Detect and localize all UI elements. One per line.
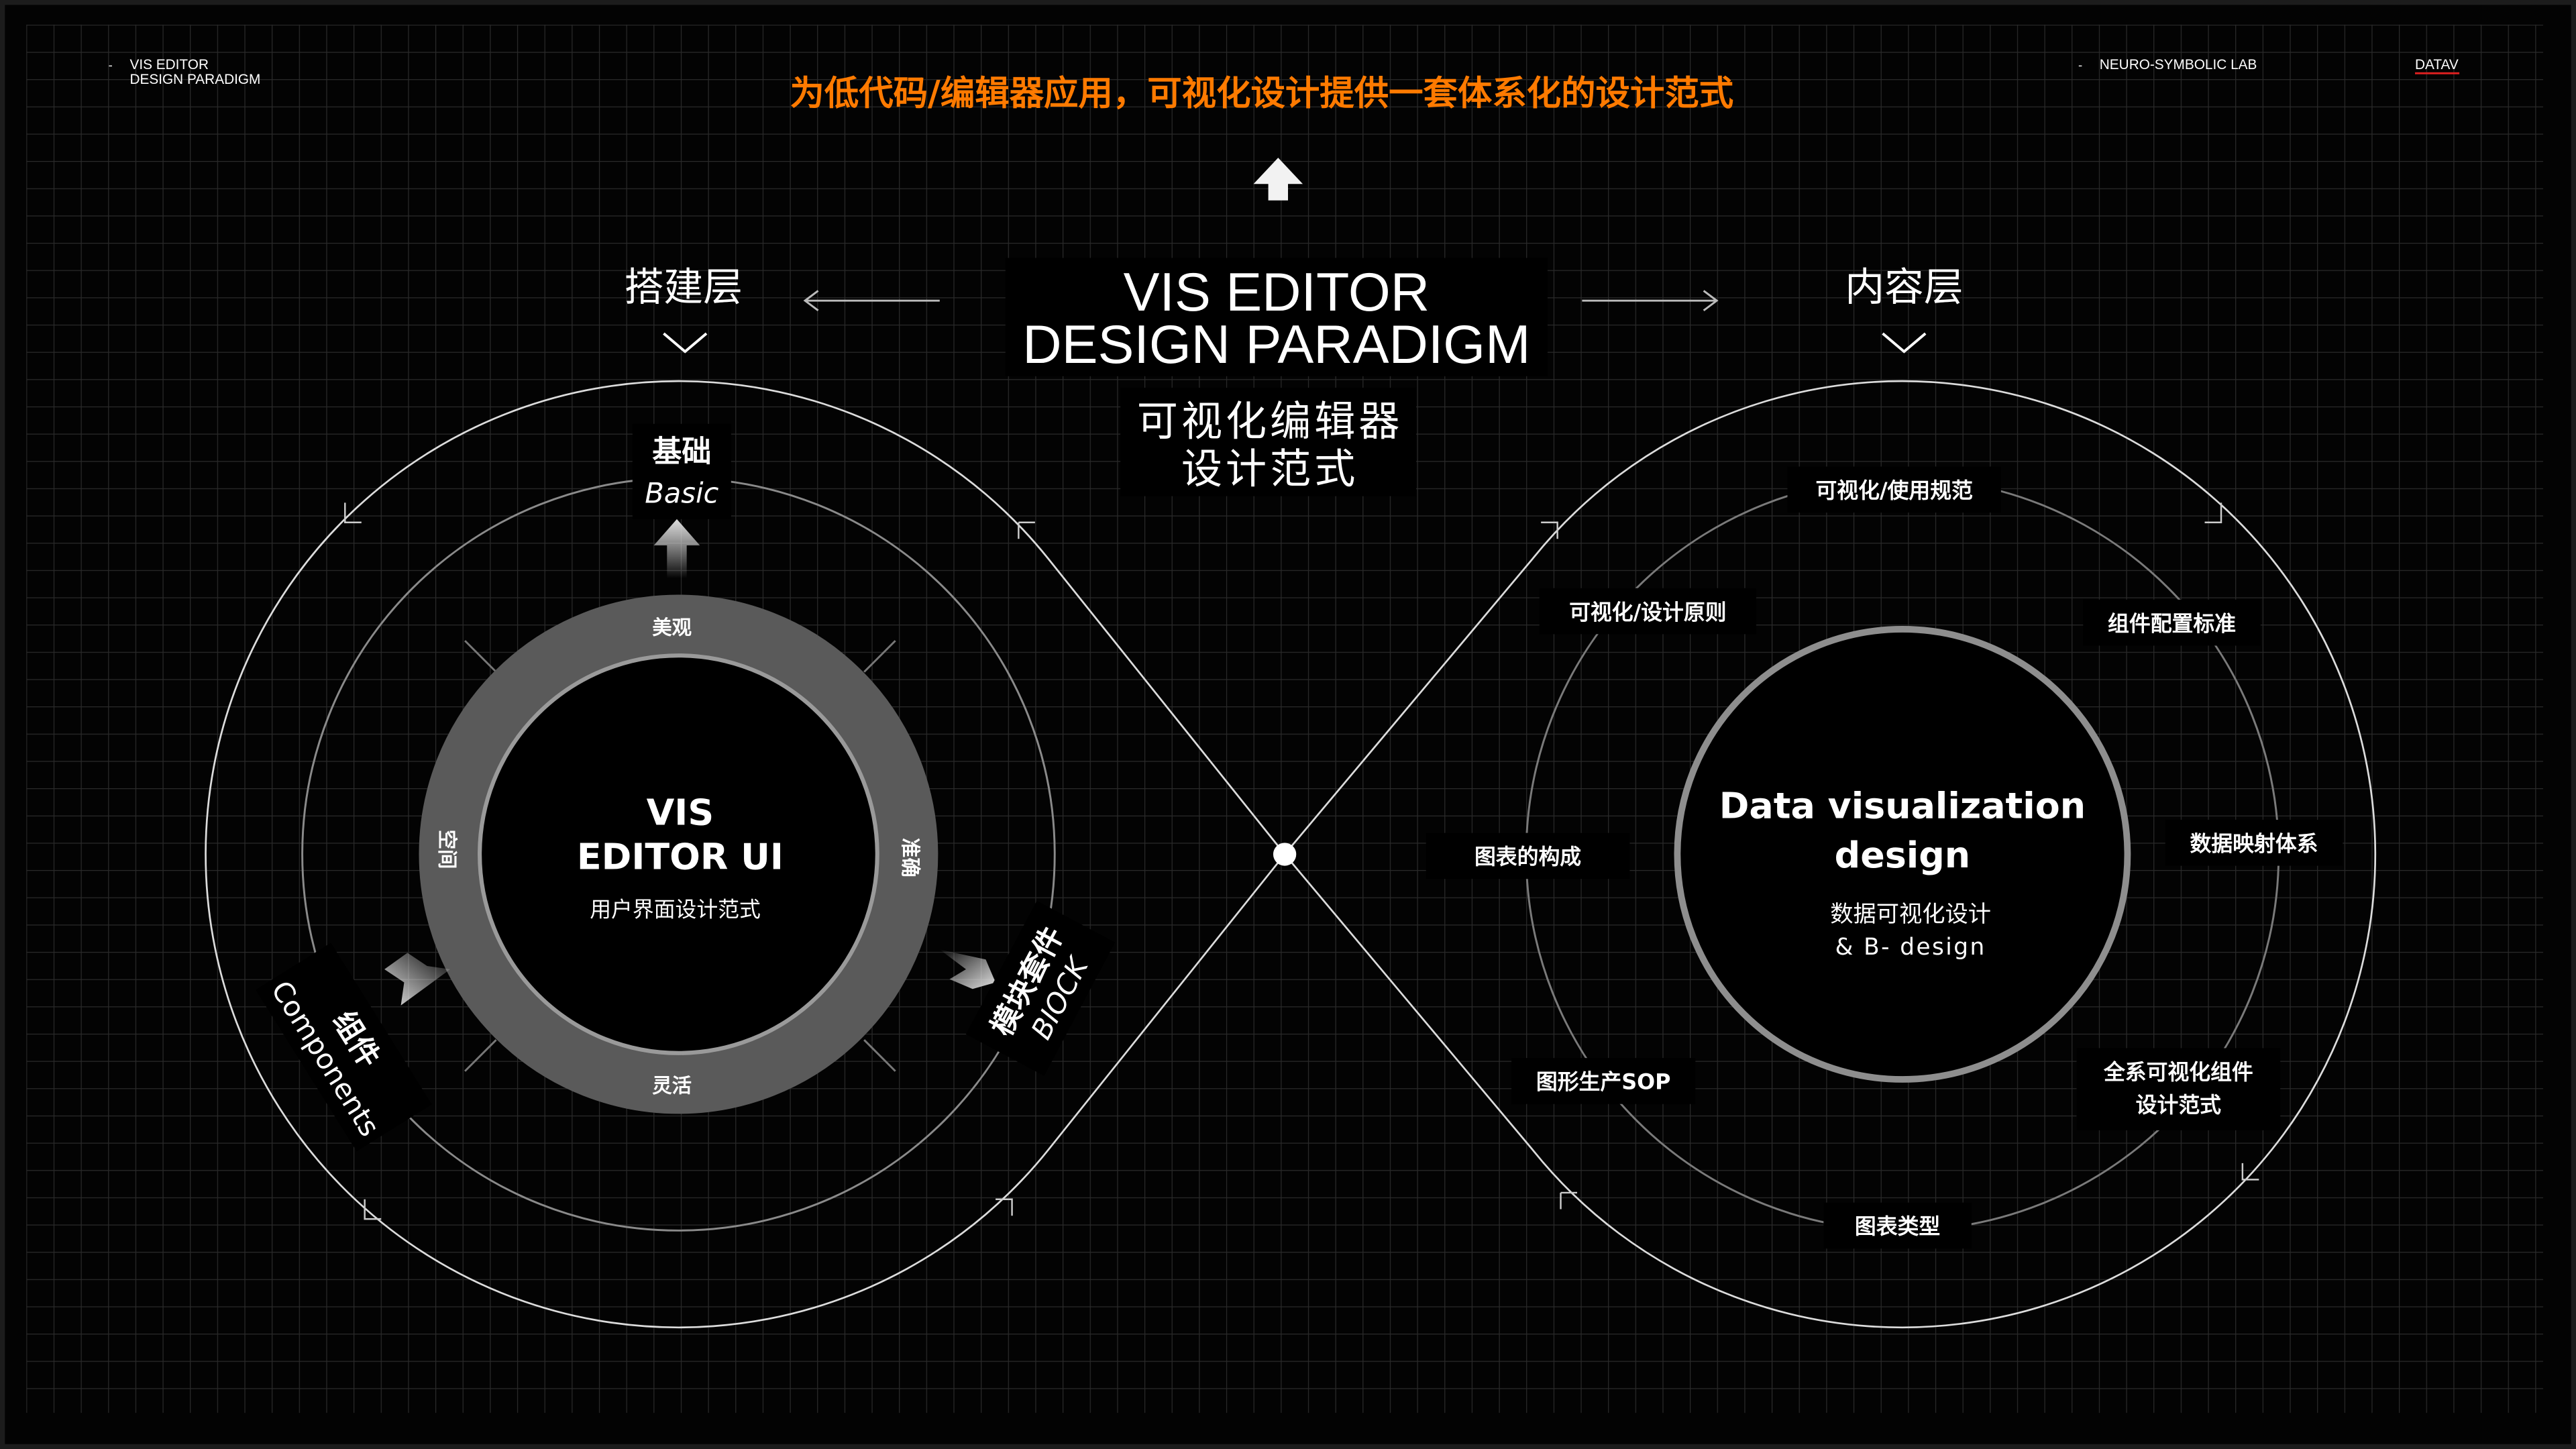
- ring-label-bottom: 灵活: [652, 1075, 692, 1097]
- right-core-title-2: design: [1835, 834, 1971, 876]
- center-title-2: DESIGN PARADIGM: [1022, 315, 1530, 375]
- node-graphic-sop: 图形生产SOP: [1536, 1069, 1671, 1095]
- header-lab: NEURO-SYMBOLIC LAB: [2100, 57, 2257, 72]
- left-layer-label: 搭建层: [625, 264, 743, 310]
- block-label: 模块套件 BIOCK: [965, 900, 1116, 1076]
- brand-underline: [2415, 72, 2460, 74]
- node-component-paradigm-2: 设计范式: [2136, 1092, 2221, 1118]
- basic-label-bg: [632, 423, 731, 519]
- center-subtitle-1: 可视化编辑器: [1137, 398, 1403, 445]
- center-subtitle-bg: [1120, 387, 1417, 496]
- left-ring-inner-line: [478, 653, 879, 1055]
- components-label: 组件 Components: [256, 943, 432, 1152]
- up-arrow-icon: [1253, 158, 1303, 201]
- basic-label-cn: 基础: [652, 435, 711, 469]
- arrow-up-basic-icon: [653, 519, 700, 579]
- header-brand: DATAV: [2415, 57, 2459, 72]
- node-component-paradigm-1: 全系可视化组件: [2103, 1059, 2253, 1085]
- crossing-node: [1273, 843, 1297, 866]
- arrow-right-icon: [1582, 290, 1719, 312]
- right-nodes: 可视化/使用规范 组件配置标准 数据映射体系 全系可视化组件 设计范式 图表类型…: [1426, 466, 2343, 1249]
- arrow-block-icon: [939, 949, 996, 989]
- center-subtitle-2: 设计范式: [1181, 445, 1358, 493]
- right-core-title-1: Data visualization: [1719, 785, 2086, 827]
- node-usage-spec: 可视化/使用规范: [1815, 478, 1973, 503]
- basic-label-en: Basic: [645, 476, 718, 509]
- right-layer-chevron-icon: [1882, 332, 1927, 354]
- corner-dash-right: -: [2078, 59, 2082, 72]
- left-layer-chevron-icon: [663, 332, 708, 354]
- corner-dash-left: -: [109, 59, 113, 72]
- center-title-1: VIS EDITOR: [1124, 262, 1430, 323]
- grid: [26, 24, 2544, 1413]
- ring-label-right: 准确: [899, 838, 922, 877]
- left-core-title-1: VIS: [647, 791, 714, 833]
- node-chart-types: 图表类型: [1855, 1214, 1940, 1239]
- right-layer-label: 内容层: [1845, 264, 1963, 310]
- left-core-title-2: EDITOR UI: [577, 836, 784, 878]
- left-core-subtitle: 用户界面设计范式: [590, 897, 761, 922]
- node-config-standard: 组件配置标准: [2108, 610, 2236, 636]
- node-design-principles: 可视化/设计原则: [1569, 599, 1726, 625]
- node-chart-composition: 图表的构成: [1474, 844, 1581, 869]
- header-left-line1: VIS EDITOR: [129, 57, 209, 72]
- right-core-subtitle-1: 数据可视化设计: [1830, 901, 1991, 928]
- left-ring: [419, 594, 938, 1114]
- arrow-components-icon: [384, 953, 451, 1006]
- center-title-bg: [1005, 258, 1548, 376]
- node-data-mapping: 数据映射体系: [2190, 831, 2318, 857]
- header-left-line2: DESIGN PARADIGM: [129, 72, 260, 87]
- ring-label-left: 空间: [435, 830, 458, 869]
- arrow-left-icon: [803, 290, 940, 312]
- right-core-subtitle-2: & B- design: [1835, 934, 1986, 961]
- loop-corner-marks: [344, 502, 2259, 1220]
- headline: 为低代码/编辑器应用，可视化设计提供一套体系化的设计范式: [790, 74, 1733, 114]
- right-core-circle: [1674, 626, 2131, 1083]
- ring-label-top: 美观: [652, 616, 692, 639]
- left-orbit-ticks: [464, 640, 896, 1072]
